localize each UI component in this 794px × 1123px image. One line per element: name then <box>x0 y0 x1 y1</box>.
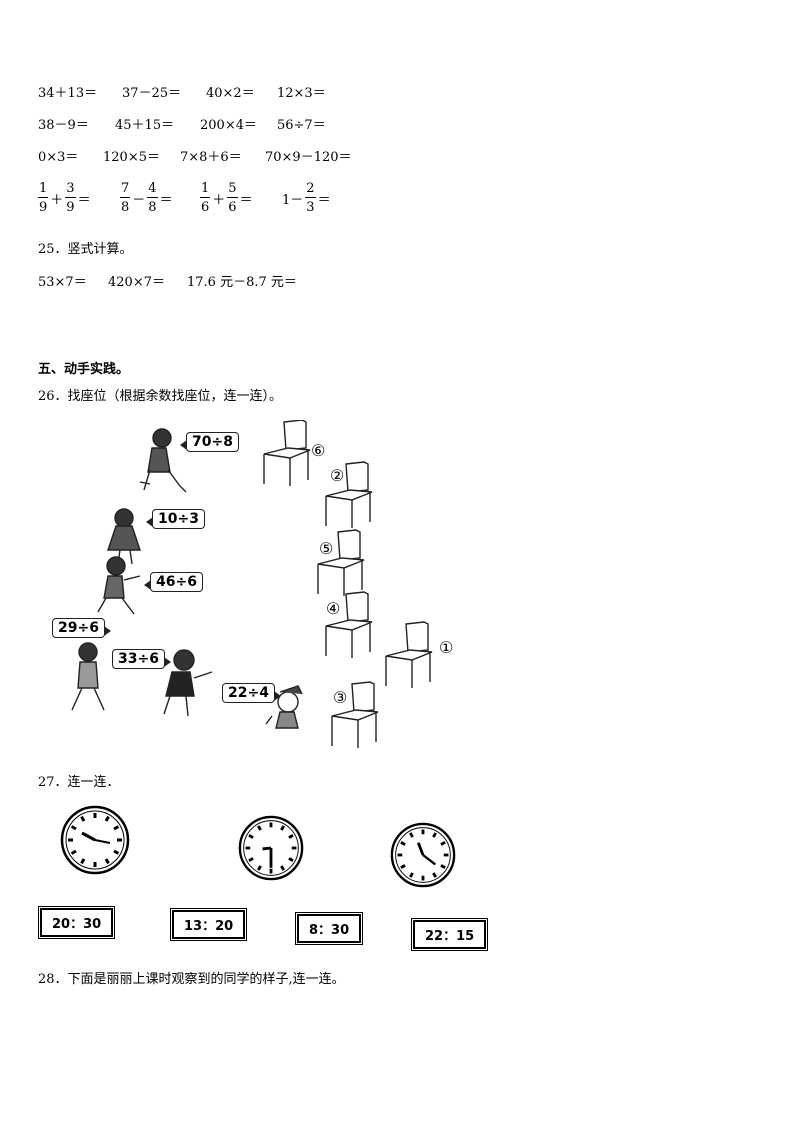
chair-icon-6 <box>331 681 379 748</box>
expr-r2-4: 56÷7＝ <box>277 118 326 133</box>
expr-r1-4: 12×3＝ <box>277 86 326 101</box>
section-five-title: 五、动手实践。 <box>38 362 130 377</box>
q28-title: 28．下面是丽丽上课时观察到的同学的样子,连一连。 <box>38 972 345 987</box>
clock-icon-2 <box>238 815 304 881</box>
chair-icon-4 <box>325 591 373 658</box>
q25-title: 25．竖式计算。 <box>38 242 133 257</box>
time-box-20-30: 20：30 <box>37 906 116 939</box>
q26-title: 26．找座位（根据余数找座位，连一连）。 <box>38 389 283 404</box>
chair-icon-3 <box>317 529 365 596</box>
bubble-29-div-6: 29÷6 <box>52 618 111 638</box>
expr-r3-2: 120×5＝ <box>103 150 160 165</box>
expr-r2-2: 45＋15＝ <box>115 118 175 133</box>
expr-r3-4: 70×9－120＝ <box>265 150 352 165</box>
bubble-70-div-8: 70÷8 <box>180 432 239 452</box>
child-icon-5 <box>163 649 213 717</box>
seat-illustration <box>71 420 433 748</box>
q25-item-3: 17.6 元－8.7 元＝ <box>187 275 297 290</box>
seat-number-4: ④ <box>326 599 341 618</box>
clock-icon-1 <box>60 805 130 875</box>
bubble-46-div-6: 46÷6 <box>144 572 203 592</box>
seat-number-5: ⑤ <box>319 539 334 558</box>
expr-r1-3: 40×2＝ <box>206 86 255 101</box>
expr-r2-1: 38－9＝ <box>38 118 89 133</box>
child-figures <box>71 428 303 729</box>
seat-number-6: ⑥ <box>311 441 326 460</box>
chairs <box>263 420 433 748</box>
chair-icon-5 <box>385 621 433 688</box>
time-box-22-15: 22：15 <box>410 918 489 951</box>
q27-title: 27．连一连． <box>38 775 120 790</box>
q25-item-2: 420×7＝ <box>108 275 165 290</box>
seat-number-1: ① <box>439 638 454 657</box>
child-icon-6 <box>265 685 303 729</box>
q25-item-1: 53×7＝ <box>38 275 87 290</box>
child-icon-4 <box>71 642 105 711</box>
child-icon-1 <box>139 428 187 493</box>
child-icon-2 <box>107 508 141 565</box>
chair-icon-1 <box>263 420 311 486</box>
seat-number-2: ② <box>330 466 345 485</box>
expr-r3-3: 7×8＋6＝ <box>180 150 242 165</box>
expr-r3-1: 0×3＝ <box>38 150 79 165</box>
chair-icon-2 <box>325 461 373 528</box>
bubble-10-div-3: 10÷3 <box>146 509 205 529</box>
seat-number-3: ③ <box>333 688 348 707</box>
time-box-13-20: 13：20 <box>169 908 248 941</box>
expr-r1-2: 37－25＝ <box>122 86 182 101</box>
bubble-33-div-6: 33÷6 <box>112 649 171 669</box>
clock-icon-3 <box>390 822 456 888</box>
child-icon-3 <box>97 556 141 615</box>
expr-r2-3: 200×4＝ <box>200 118 257 133</box>
time-box-8-30: 8：30 <box>294 912 364 945</box>
bubble-22-div-4: 22÷4 <box>222 683 281 703</box>
expr-r1-1: 34＋13＝ <box>38 86 98 101</box>
